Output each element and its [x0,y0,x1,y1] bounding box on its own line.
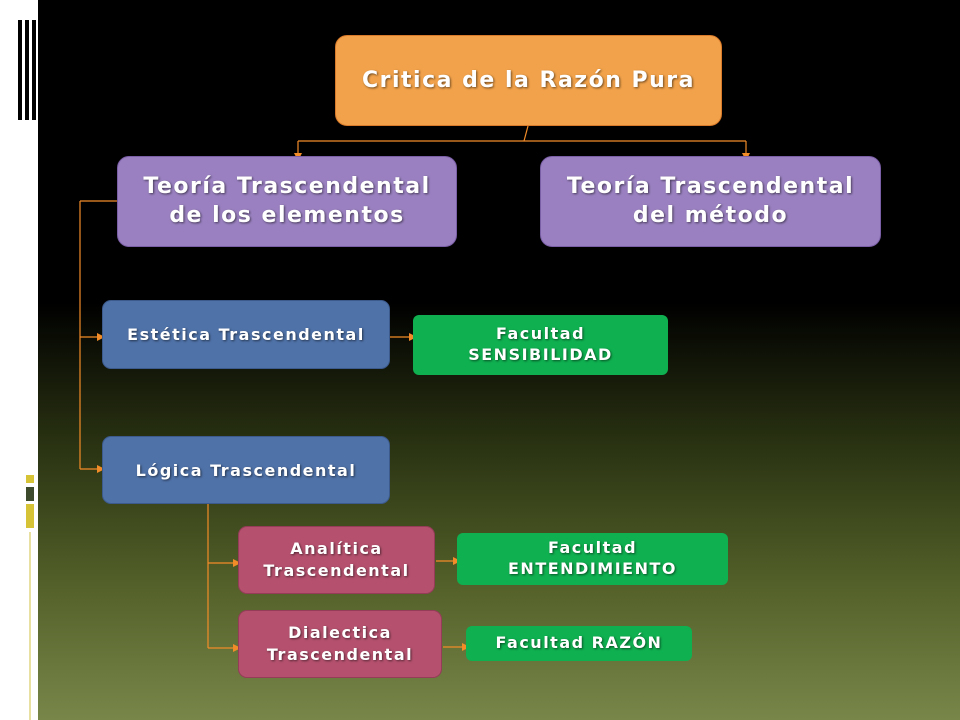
node-root: Critica de la Razón Pura [335,35,722,126]
node-aesthetic-label: Estética Trascendental [127,325,365,344]
node-faculty-sensibility-line2: SENSIBILIDAD [468,345,613,364]
node-faculty-reason: Facultad RAZÓN [466,626,692,661]
node-analytic: Analítica Trascendental [238,526,435,594]
node-logic-label: Lógica Trascendental [135,460,357,480]
node-faculty-sensibility-line1: Facultad [495,324,586,344]
connector-root-stem [523,125,529,142]
node-aesthetic: Estética Trascendental [102,300,390,369]
node-faculty-understanding: Facultad ENTENDIMIENTO [457,533,728,585]
node-analytic-line2: Trascendental [263,561,410,580]
node-logic: Lógica Trascendental [102,436,390,504]
node-theory-elements-line2: de los elementos [169,202,405,228]
deco-yellow-bar-2 [26,504,34,528]
node-root-label: Critica de la Razón Pura [361,68,696,93]
node-faculty-understanding-line2: ENTENDIMIENTO [508,559,677,578]
node-analytic-line1: Analítica [290,539,383,559]
left-decorative-strip [0,0,38,720]
node-theory-elements: Teoría Trascendental de los elementos [117,156,457,247]
node-dialectic-line2: Trascendental [266,645,414,664]
node-faculty-sensibility: Facultad SENSIBILIDAD [413,315,668,375]
deco-dark-bar [26,487,34,501]
deco-thin-line [29,532,31,720]
deco-yellow-bar-1 [26,475,34,483]
node-faculty-understanding-line1: Facultad [547,538,638,558]
node-dialectic: Dialectica Trascendental [238,610,442,678]
node-theory-method-line2: del método [632,202,789,228]
node-theory-method: Teoría Trascendental del método [540,156,881,247]
node-dialectic-line1: Dialectica [288,623,392,643]
node-theory-elements-line1: Teoría Trascendental [143,173,431,199]
node-faculty-reason-label: Facultad RAZÓN [495,633,663,653]
node-theory-method-line1: Teoría Trascendental [566,173,855,199]
deco-stripes-top [18,20,38,120]
